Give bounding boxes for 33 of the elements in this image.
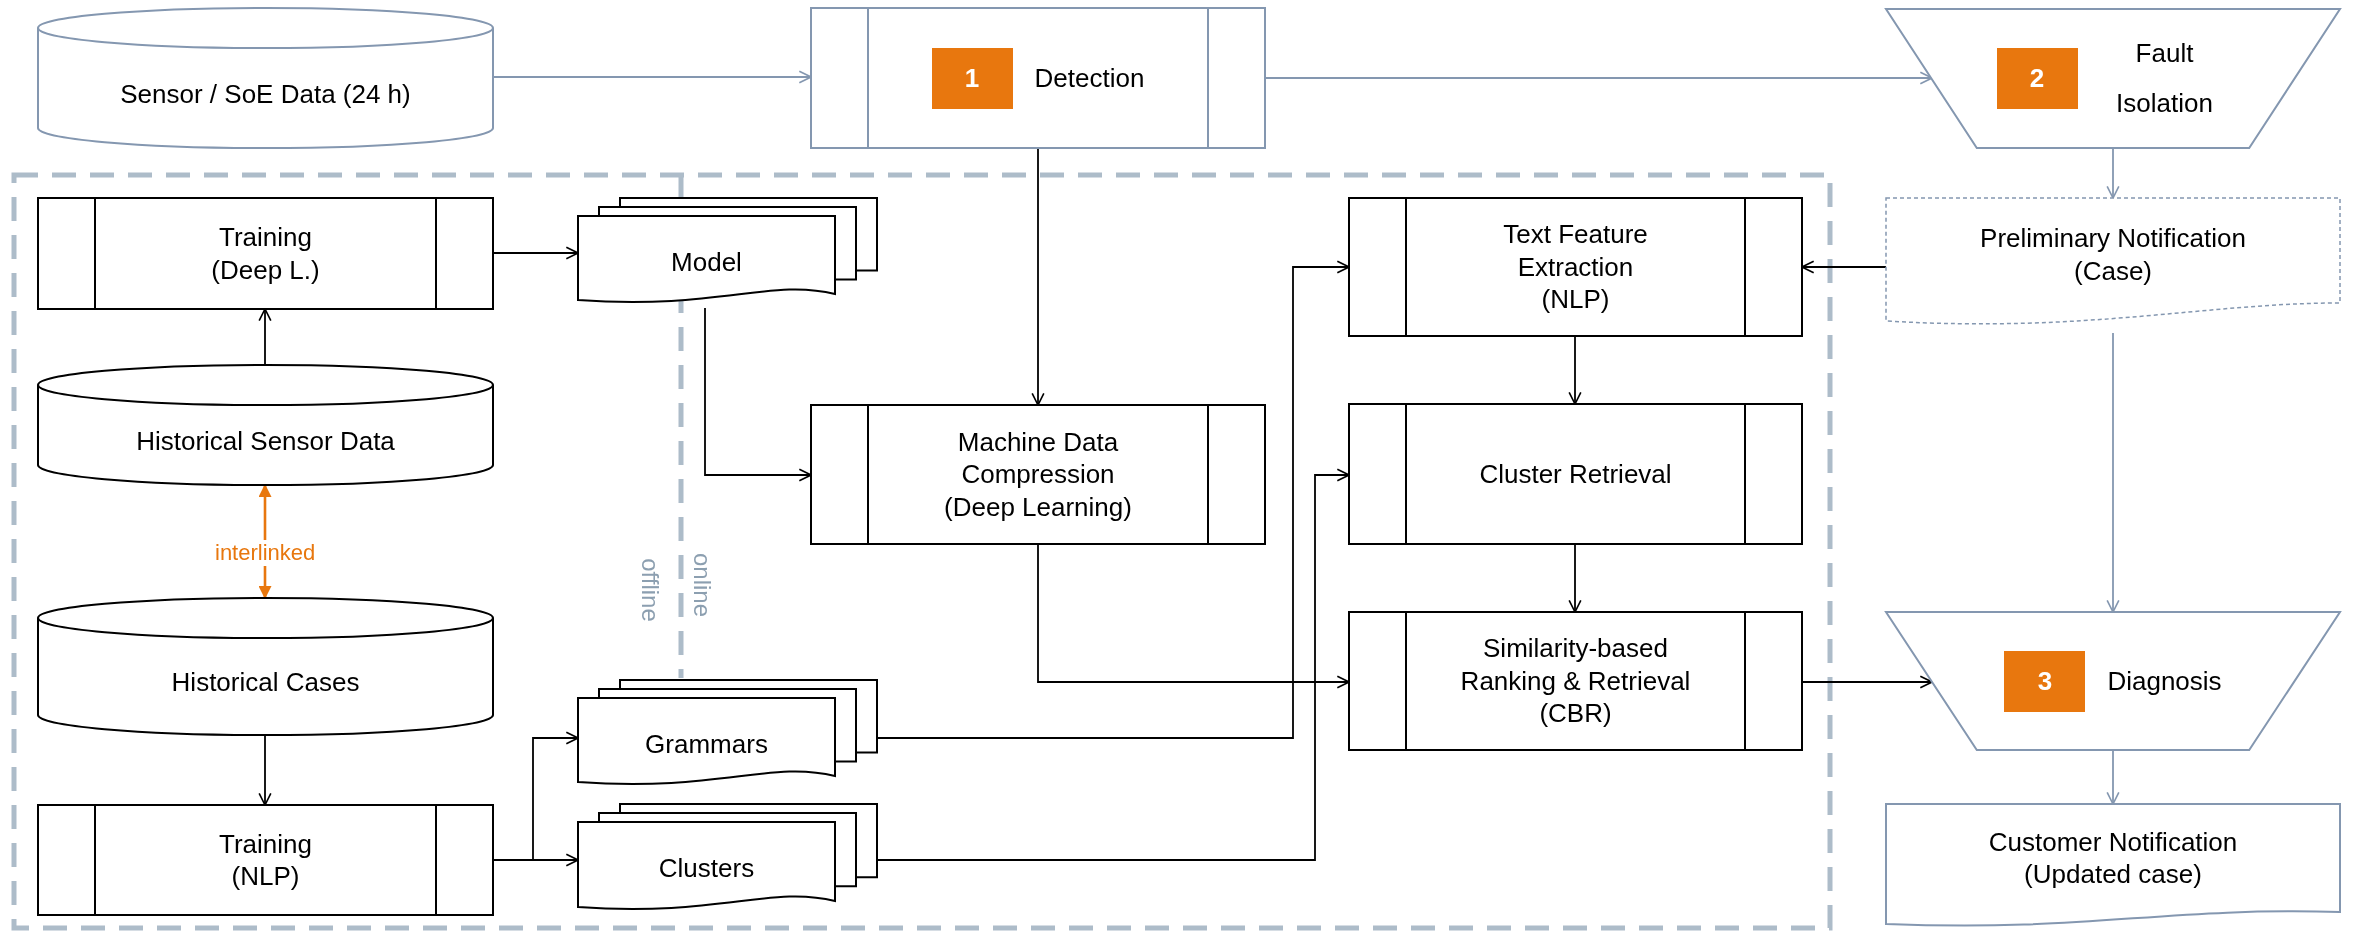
arrow <box>1037 543 1350 689</box>
step-number-badge: 1 <box>931 47 1013 109</box>
node-label: Clusters <box>658 852 755 885</box>
arrow <box>1568 335 1582 405</box>
arrow <box>1568 543 1582 613</box>
node-label: Training (NLP) <box>218 827 313 893</box>
node-label: Machine Data Compression (Deep Learning) <box>943 425 1133 524</box>
arrow <box>2106 147 2120 199</box>
arrow <box>492 853 579 867</box>
node-label: Sensor / SoE Data (24 h) <box>120 77 411 111</box>
node-label: Detection <box>1034 61 1145 95</box>
node-label: Diagnosis <box>2107 664 2222 698</box>
step-number-badge: 2 <box>1996 48 2078 109</box>
node-label: Fault Isolation <box>2115 37 2214 120</box>
node-label: Text Feature Extraction (NLP) <box>1502 218 1649 316</box>
region-label: online <box>688 552 717 618</box>
arrow <box>258 308 272 366</box>
arrow <box>704 307 812 482</box>
node-label: Model <box>671 245 742 279</box>
region-label: offline <box>635 558 664 622</box>
arrow <box>2106 749 2120 805</box>
node-label: Grammars <box>645 727 768 761</box>
node-label: Historical Cases <box>171 666 360 699</box>
node-label: Historical Sensor Data <box>136 424 395 458</box>
node-label: Customer Notification (Updated case) <box>1987 825 2239 891</box>
node-label: Training (Deep L.) <box>210 221 321 286</box>
arrow <box>2106 332 2120 613</box>
arrow <box>258 734 272 806</box>
step-number-badge: 3 <box>2004 650 2086 712</box>
node-label: Cluster Retrieval <box>1479 457 1672 491</box>
node-label: Preliminary Notification (Case) <box>1979 222 2247 287</box>
node-label: Similarity-based Ranking & Retrieval (CBR) <box>1459 632 1692 730</box>
arrow <box>1031 147 1045 406</box>
